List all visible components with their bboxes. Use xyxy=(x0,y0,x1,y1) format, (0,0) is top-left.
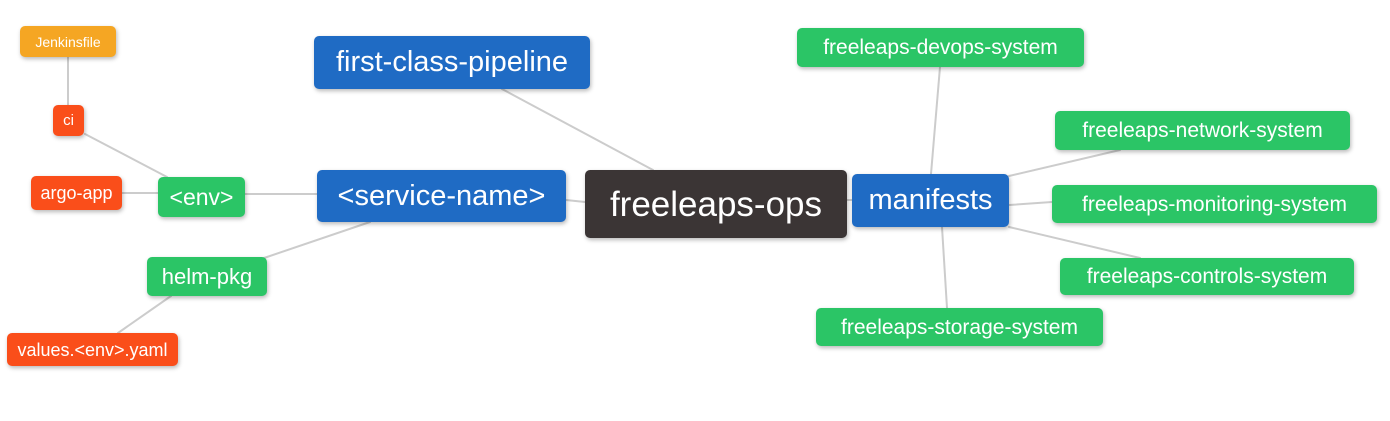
node-service-name[interactable]: <service-name> xyxy=(317,170,566,222)
edge-service-name-to-freeleaps-ops xyxy=(565,199,586,203)
node-freeleaps-monitoring-system[interactable]: freeleaps-monitoring-system xyxy=(1052,185,1377,223)
node-freeleaps-ops[interactable]: freeleaps-ops xyxy=(585,170,847,238)
node-manifests[interactable]: manifests xyxy=(852,174,1009,227)
node-helm-pkg[interactable]: helm-pkg xyxy=(147,257,267,296)
node-freeleaps-storage-system[interactable]: freeleaps-storage-system xyxy=(816,308,1103,346)
edge-values-env-yaml-to-helm-pkg xyxy=(117,295,172,334)
node-freeleaps-controls-system[interactable]: freeleaps-controls-system xyxy=(1060,258,1354,295)
edge-helm-pkg-to-service-name xyxy=(263,221,371,259)
node-freeleaps-network-system[interactable]: freeleaps-network-system xyxy=(1055,111,1350,150)
edge-manifests-to-freeleaps-storage-system xyxy=(941,226,948,309)
node-jenkinsfile[interactable]: Jenkinsfile xyxy=(20,26,116,57)
edge-first-class-pipeline-to-freeleaps-ops xyxy=(501,88,654,171)
edge-manifests-to-freeleaps-network-system xyxy=(1008,149,1121,177)
node-ci[interactable]: ci xyxy=(53,105,84,136)
node-env[interactable]: <env> xyxy=(158,177,245,217)
node-values-env-yaml[interactable]: values.<env>.yaml xyxy=(7,333,178,366)
edge-manifests-to-freeleaps-devops-system xyxy=(930,66,941,175)
edge-manifests-to-freeleaps-monitoring-system xyxy=(1008,201,1053,206)
node-first-class-pipeline[interactable]: first-class-pipeline xyxy=(314,36,590,89)
edge-manifests-to-freeleaps-controls-system xyxy=(1008,226,1141,259)
node-freeleaps-devops-system[interactable]: freeleaps-devops-system xyxy=(797,28,1084,67)
node-argo-app[interactable]: argo-app xyxy=(31,176,122,210)
edge-ci-to-env xyxy=(84,133,168,178)
